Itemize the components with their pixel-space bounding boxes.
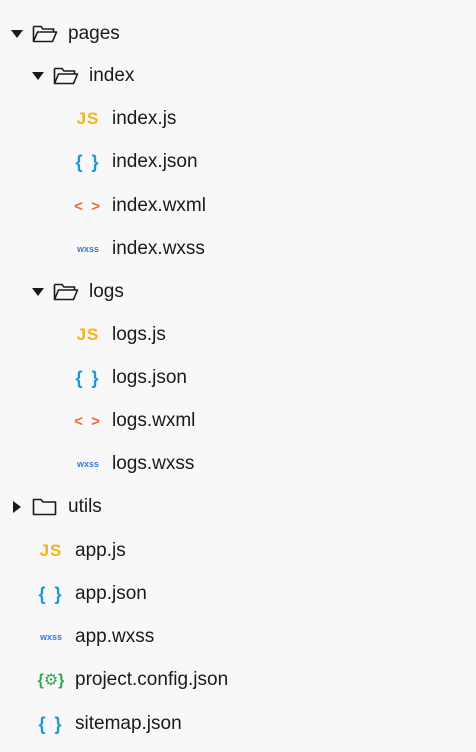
- file-label: logs.js: [112, 324, 166, 345]
- file-app-wxss[interactable]: wxss app.wxss: [37, 620, 154, 654]
- wxss-file-icon: wxss: [39, 632, 63, 642]
- file-app-js[interactable]: JS app.js: [37, 534, 126, 568]
- folder-open-icon: [53, 67, 79, 85]
- file-label: app.js: [75, 540, 126, 561]
- json-file-icon: { }: [38, 713, 64, 734]
- folder-label: utils: [68, 496, 102, 517]
- wxss-file-icon: wxss: [76, 459, 100, 469]
- file-label: index.wxss: [112, 238, 205, 259]
- json-file-icon: { }: [75, 151, 101, 172]
- wxml-file-icon: < >: [74, 412, 102, 430]
- json-file-icon: { }: [38, 583, 64, 604]
- folder-logs[interactable]: logs: [31, 275, 124, 309]
- file-sitemap-json[interactable]: { } sitemap.json: [37, 707, 182, 741]
- file-label: logs.wxss: [112, 453, 195, 474]
- file-project-config-json[interactable]: {⚙} project.config.json: [37, 663, 229, 697]
- file-index-js[interactable]: JS index.js: [74, 102, 177, 136]
- file-logs-json[interactable]: { } logs.json: [74, 361, 187, 395]
- folder-open-icon: [53, 283, 79, 301]
- folder-label: pages: [68, 23, 120, 44]
- folder-index[interactable]: index: [31, 59, 134, 93]
- wxss-file-icon: wxss: [76, 244, 100, 254]
- file-index-json[interactable]: { } index.json: [74, 145, 198, 179]
- chevron-down-icon[interactable]: [10, 26, 26, 42]
- file-label: index.js: [112, 108, 177, 129]
- js-file-icon: JS: [39, 541, 63, 560]
- wxml-file-icon: < >: [74, 197, 102, 215]
- file-logs-js[interactable]: JS logs.js: [74, 318, 166, 352]
- file-label: index.wxml: [112, 195, 206, 216]
- folder-label: logs: [89, 281, 124, 302]
- file-label: logs.wxml: [112, 410, 196, 431]
- chevron-down-icon[interactable]: [31, 284, 47, 300]
- file-logs-wxss[interactable]: wxss logs.wxss: [74, 447, 194, 481]
- folder-open-icon: [32, 25, 58, 43]
- folder-pages[interactable]: pages: [10, 17, 120, 51]
- js-file-icon: JS: [76, 109, 100, 128]
- file-label: sitemap.json: [75, 713, 182, 734]
- js-file-icon: JS: [76, 325, 100, 344]
- file-index-wxml[interactable]: < > index.wxml: [74, 189, 206, 223]
- chevron-down-icon[interactable]: [31, 68, 47, 84]
- json-file-icon: { }: [75, 367, 101, 388]
- folder-utils[interactable]: utils: [10, 490, 102, 524]
- file-index-wxss[interactable]: wxss index.wxss: [74, 232, 205, 266]
- file-app-json[interactable]: { } app.json: [37, 577, 147, 611]
- file-label: app.json: [75, 583, 147, 604]
- chevron-right-icon[interactable]: [10, 499, 26, 515]
- config-file-icon: {⚙}: [37, 672, 65, 689]
- folder-closed-icon: [32, 498, 57, 516]
- file-label: project.config.json: [75, 669, 229, 690]
- file-label: logs.json: [112, 367, 187, 388]
- file-label: index.json: [112, 151, 198, 172]
- folder-label: index: [89, 65, 135, 86]
- file-logs-wxml[interactable]: < > logs.wxml: [74, 404, 195, 438]
- file-label: app.wxss: [75, 626, 155, 647]
